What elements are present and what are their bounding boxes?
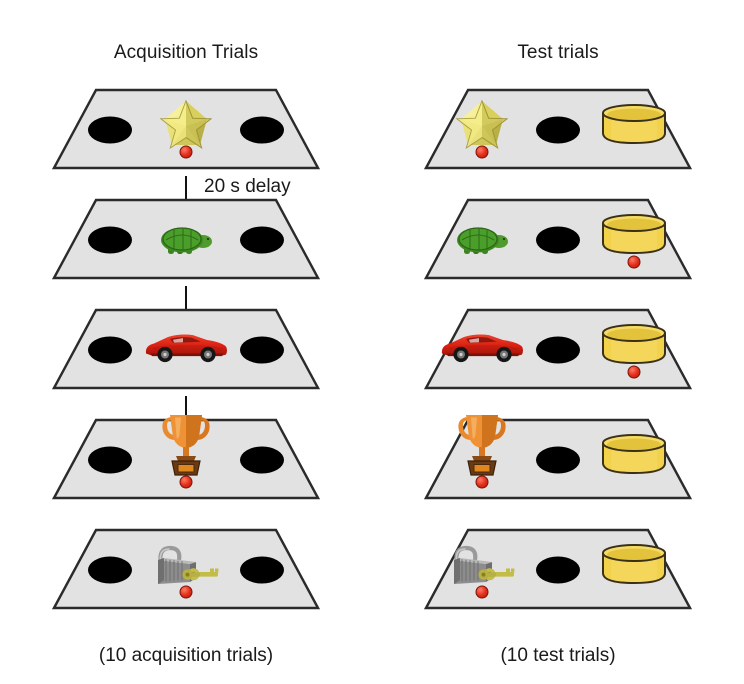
- test-trial-1-platform[interactable]: [424, 88, 692, 170]
- reward-dot[interactable]: [627, 255, 641, 269]
- gold-star-object[interactable]: [454, 99, 510, 153]
- right-well[interactable]: [240, 336, 284, 364]
- cylinder-icon: [602, 434, 666, 475]
- green-turtle-object[interactable]: [156, 223, 216, 257]
- left-well[interactable]: [88, 116, 132, 144]
- center-well[interactable]: [536, 556, 580, 584]
- acquisition-column-title: Acquisition Trials: [113, 42, 259, 63]
- down-arrow-icon: [185, 396, 187, 428]
- test-column-title: Test trials: [517, 42, 599, 63]
- grey-padlock-with-keys-object[interactable]: [444, 544, 520, 588]
- trophy-icon: [458, 415, 506, 476]
- yellow-cylinder-object[interactable]: [601, 543, 667, 585]
- center-well[interactable]: [536, 116, 580, 144]
- right-well[interactable]: [240, 556, 284, 584]
- reward-dot[interactable]: [475, 585, 489, 599]
- star-icon: [455, 99, 509, 149]
- reward-dot[interactable]: [475, 145, 489, 159]
- cylinder-icon: [602, 214, 666, 255]
- trophy-icon: [162, 415, 210, 476]
- cylinder-icon: [602, 324, 666, 365]
- yellow-cylinder-object[interactable]: [601, 323, 667, 365]
- acquisition-trial-4-platform[interactable]: [52, 415, 320, 500]
- left-well[interactable]: [88, 226, 132, 254]
- acquisition-trial-5-platform[interactable]: [52, 528, 320, 610]
- red-sports-car-object[interactable]: [439, 332, 525, 365]
- orange-trophy-object[interactable]: [158, 411, 214, 477]
- yellow-cylinder-object[interactable]: [601, 103, 667, 145]
- padlock-icon: [454, 545, 515, 584]
- delay-label: 20 s delay: [204, 176, 291, 197]
- turtle-icon: [161, 227, 212, 254]
- left-well[interactable]: [88, 446, 132, 474]
- right-well[interactable]: [240, 446, 284, 474]
- center-well[interactable]: [536, 446, 580, 474]
- reward-dot[interactable]: [179, 145, 193, 159]
- reward-dot[interactable]: [179, 585, 193, 599]
- turtle-icon: [457, 227, 508, 254]
- red-sports-car-object[interactable]: [143, 332, 229, 365]
- acquisition-trial-3-platform[interactable]: [52, 308, 320, 390]
- padlock-icon: [158, 545, 219, 584]
- acquisition-trial-2-platform[interactable]: [52, 198, 320, 280]
- acquisition-column-caption: (10 acquisition trials): [98, 645, 274, 666]
- down-arrow-icon: [185, 286, 187, 318]
- reward-dot[interactable]: [179, 475, 193, 489]
- center-well[interactable]: [536, 336, 580, 364]
- center-well[interactable]: [536, 226, 580, 254]
- test-trial-2-platform[interactable]: [424, 198, 692, 280]
- down-arrow-icon: [185, 176, 187, 208]
- test-trial-4-platform[interactable]: [424, 415, 692, 500]
- test-trial-3-platform[interactable]: [424, 308, 692, 390]
- green-turtle-object[interactable]: [452, 223, 512, 257]
- cylinder-icon: [602, 104, 666, 145]
- car-icon: [441, 334, 523, 363]
- test-column-caption: (10 test trials): [500, 645, 616, 666]
- orange-trophy-object[interactable]: [454, 411, 510, 477]
- yellow-cylinder-object[interactable]: [601, 213, 667, 255]
- car-icon: [145, 334, 227, 363]
- yellow-cylinder-object[interactable]: [601, 433, 667, 475]
- cylinder-icon: [602, 544, 666, 585]
- left-well[interactable]: [88, 556, 132, 584]
- gold-star-object[interactable]: [158, 99, 214, 153]
- test-trial-5-platform[interactable]: [424, 528, 692, 610]
- grey-padlock-with-keys-object[interactable]: [148, 544, 224, 588]
- right-well[interactable]: [240, 226, 284, 254]
- reward-dot[interactable]: [627, 365, 641, 379]
- reward-dot[interactable]: [475, 475, 489, 489]
- star-icon: [159, 99, 213, 149]
- acquisition-trial-1-platform[interactable]: [52, 88, 320, 170]
- right-well[interactable]: [240, 116, 284, 144]
- left-well[interactable]: [88, 336, 132, 364]
